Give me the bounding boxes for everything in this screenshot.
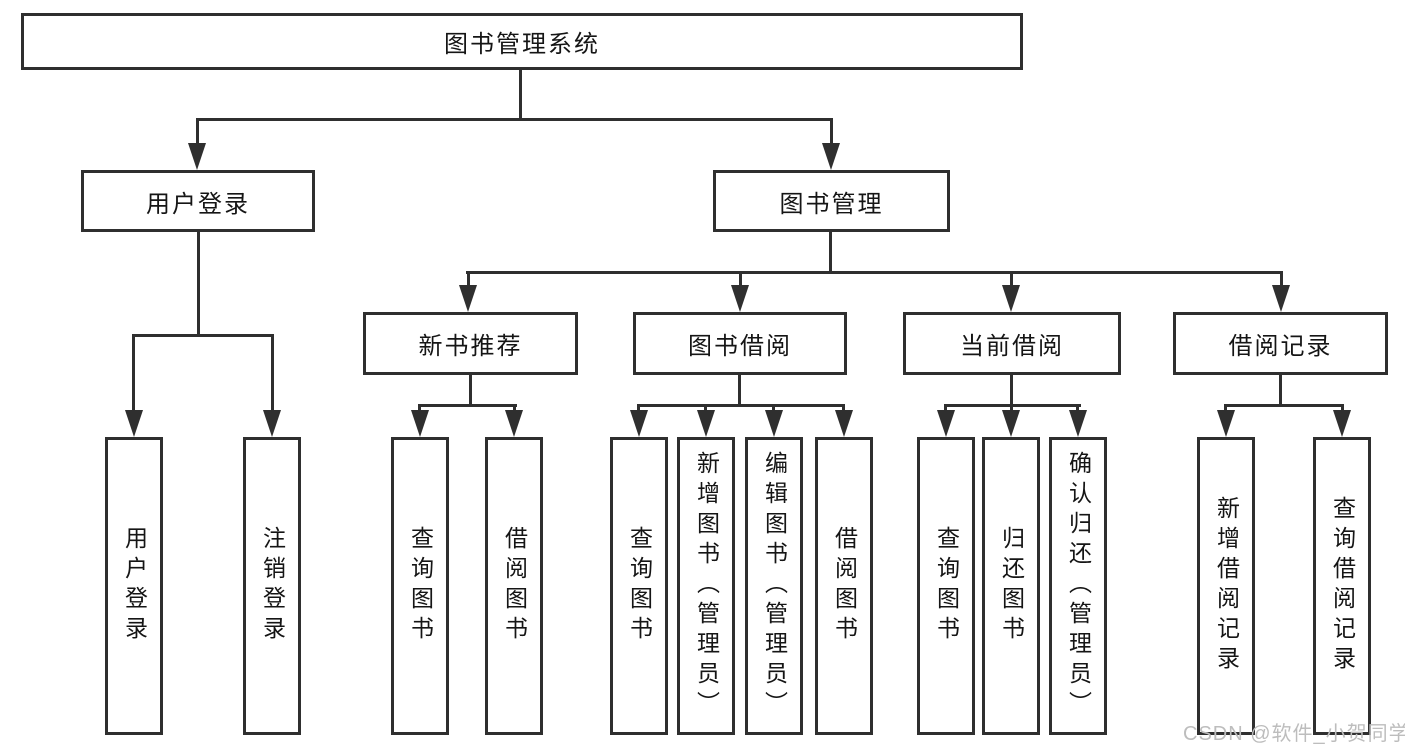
connector-trunk — [469, 375, 472, 406]
node-label: 新书推荐 — [418, 333, 523, 360]
arrow-down-icon — [263, 410, 281, 437]
node-label: 查询图书 — [407, 526, 434, 646]
node-leaf-query-borrow-record: 查询借阅记录 — [1313, 437, 1371, 735]
connector-stub — [842, 404, 845, 414]
node-label: 图书管理 — [779, 190, 884, 218]
node-leaf-add-borrow-record: 新增借阅记录 — [1197, 437, 1255, 735]
node-label: 新增图书（管理员） — [693, 451, 720, 721]
arrow-down-icon — [1002, 410, 1020, 437]
node-label: 查询借阅记录 — [1329, 496, 1356, 676]
node-root: 图书管理系统 — [21, 13, 1023, 70]
node-borrow-records: 借阅记录 — [1173, 312, 1388, 375]
node-label: 查询图书 — [626, 526, 653, 646]
connector-root-branch — [196, 118, 833, 121]
arrow-down-icon — [125, 410, 143, 437]
arrow-down-icon — [459, 285, 477, 312]
arrow-down-icon — [630, 410, 648, 437]
node-label: 借阅图书 — [501, 526, 528, 646]
node-label: 图书借阅 — [688, 333, 792, 360]
node-current-borrow: 当前借阅 — [903, 312, 1121, 375]
node-leaf-borrow-books-1: 借阅图书 — [485, 437, 543, 735]
node-label: 注销登录 — [259, 526, 286, 646]
arrow-down-icon — [1333, 410, 1351, 437]
connector-branch — [1224, 404, 1344, 407]
connector-stub — [1224, 404, 1227, 414]
connector-trunk — [197, 232, 200, 336]
connector-trunk — [1279, 375, 1282, 406]
node-leaf-query-books-2: 查询图书 — [610, 437, 668, 735]
connector-stub — [830, 118, 833, 146]
connector-stub — [513, 404, 516, 414]
connector-stub — [418, 404, 421, 414]
connector-stub — [1341, 404, 1344, 414]
connector-stub — [772, 404, 775, 414]
arrow-down-icon — [188, 143, 206, 170]
arrow-down-icon — [822, 143, 840, 170]
node-label: 新增借阅记录 — [1213, 496, 1240, 676]
connector-stub — [132, 334, 135, 412]
arrow-down-icon — [937, 410, 955, 437]
node-leaf-confirm-return-admin: 确认归还（管理员） — [1049, 437, 1107, 735]
connector-stub — [1280, 271, 1283, 289]
node-label: 编辑图书（管理员） — [761, 451, 788, 721]
connector-stub — [944, 404, 947, 414]
connector-trunk — [738, 375, 741, 406]
node-label: 用户登录 — [146, 190, 250, 218]
connector-stub — [271, 334, 274, 412]
node-leaf-add-books-admin: 新增图书（管理员） — [677, 437, 735, 735]
arrow-down-icon — [411, 410, 429, 437]
node-label: 借阅记录 — [1228, 333, 1333, 360]
arrow-down-icon — [697, 410, 715, 437]
arrow-down-icon — [835, 410, 853, 437]
node-new-book-recommend: 新书推荐 — [363, 312, 578, 375]
arrow-down-icon — [1217, 410, 1235, 437]
connector-trunk — [1010, 375, 1013, 406]
node-leaf-query-books-3: 查询图书 — [917, 437, 975, 735]
arrow-down-icon — [505, 410, 523, 437]
node-label: 当前借阅 — [960, 333, 1064, 360]
connector-stub — [1076, 404, 1079, 414]
connector-stub — [1010, 404, 1013, 414]
node-label: 借阅图书 — [831, 526, 858, 646]
node-book-borrow: 图书借阅 — [633, 312, 847, 375]
node-label: 查询图书 — [933, 526, 960, 646]
connector-root-trunk — [519, 70, 522, 120]
csdn-watermark: CSDN @软件_小贺同学 — [1183, 723, 1405, 745]
node-leaf-query-books-1: 查询图书 — [391, 437, 449, 735]
arrow-down-icon — [765, 410, 783, 437]
connector-stub — [637, 404, 640, 414]
connector-branch — [466, 271, 1283, 274]
arrow-down-icon — [1002, 285, 1020, 312]
node-leaf-user-login: 用户登录 — [105, 437, 163, 735]
arrow-down-icon — [1069, 410, 1087, 437]
connector-stub — [196, 118, 199, 146]
connector-branch — [637, 404, 845, 407]
node-leaf-borrow-books-2: 借阅图书 — [815, 437, 873, 735]
connector-trunk — [829, 232, 832, 273]
node-user-login-branch: 用户登录 — [81, 170, 315, 232]
node-label: 确认归还（管理员） — [1065, 451, 1092, 721]
node-leaf-edit-books-admin: 编辑图书（管理员） — [745, 437, 803, 735]
connector-stub — [1010, 271, 1013, 289]
connector-stub — [704, 404, 707, 414]
node-leaf-logout: 注销登录 — [243, 437, 301, 735]
node-label: 归还图书 — [998, 526, 1025, 646]
connector-branch — [132, 334, 274, 337]
node-label: 用户登录 — [121, 526, 148, 646]
connector-stub — [467, 271, 470, 289]
node-root-label: 图书管理系统 — [444, 31, 600, 58]
arrow-down-icon — [731, 285, 749, 312]
connector-stub — [739, 271, 742, 289]
node-book-mgmt-branch: 图书管理 — [713, 170, 950, 232]
node-leaf-return-books: 归还图书 — [982, 437, 1040, 735]
connector-branch — [418, 404, 517, 407]
arrow-down-icon — [1272, 285, 1290, 312]
